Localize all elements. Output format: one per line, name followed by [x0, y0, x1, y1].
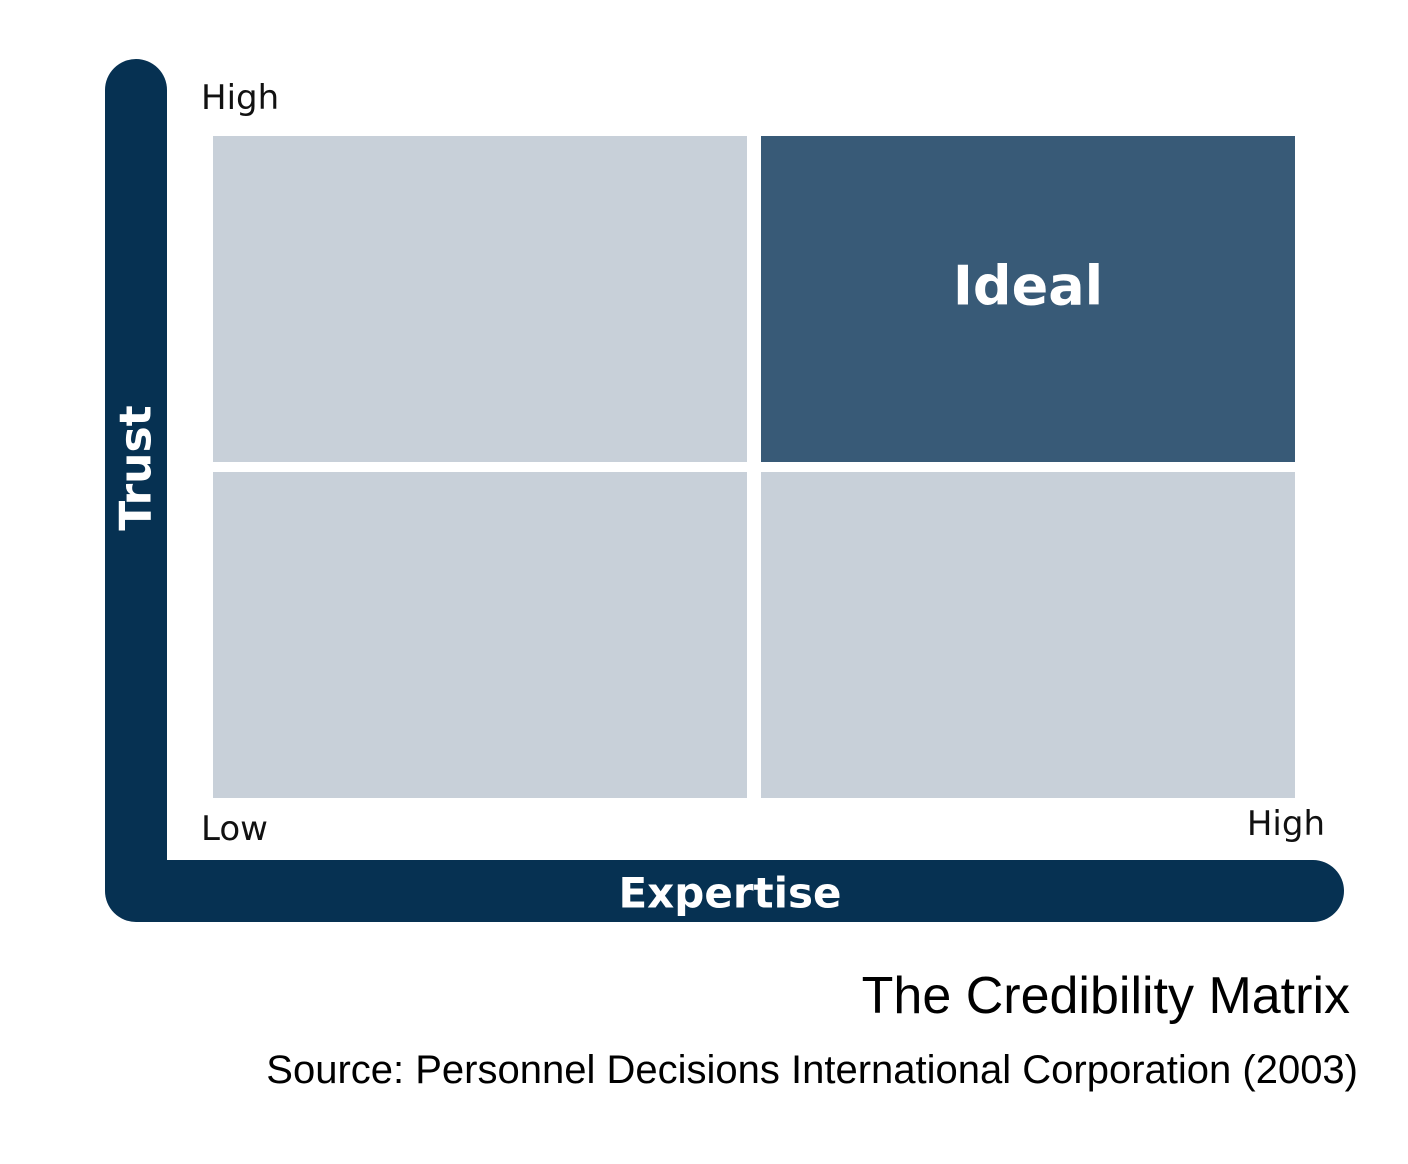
x-axis-high-label: High: [1246, 804, 1325, 844]
quadrant-top-left: [213, 136, 747, 462]
x-axis-low-label: Low: [201, 809, 268, 849]
figure-source: Source: Personnel Decisions Internationa…: [266, 1048, 1358, 1092]
y-axis-label: Trust: [110, 405, 162, 531]
x-axis-label: Expertise: [618, 868, 842, 918]
trust-axis-bar: [105, 59, 167, 917]
y-axis-high-label: High: [201, 78, 280, 118]
figure-title: The Credibility Matrix: [861, 967, 1350, 1025]
expertise-axis-bar: [105, 860, 1344, 922]
quadrant-bottom-left: [213, 472, 747, 798]
quadrant-bottom-right: [761, 472, 1295, 798]
quadrant-ideal-label: Ideal: [952, 254, 1104, 318]
quadrant-top-right: Ideal: [761, 136, 1295, 462]
